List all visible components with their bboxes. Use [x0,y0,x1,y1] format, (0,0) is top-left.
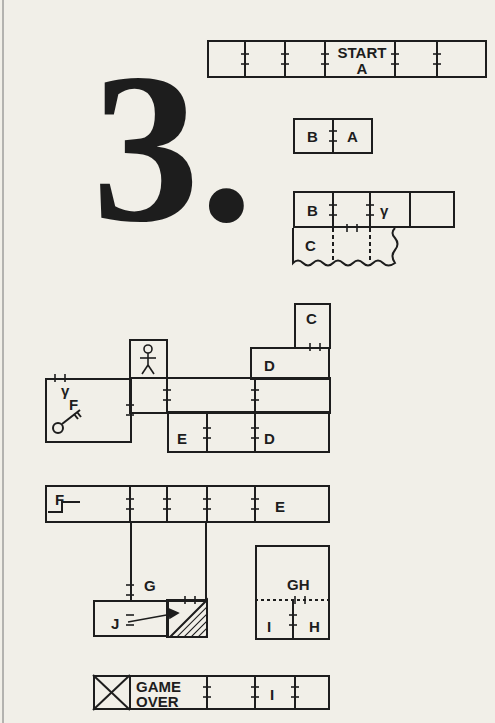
door-mark [321,53,329,55]
door-mark [289,624,297,626]
door-mark [329,204,337,206]
door-mark [346,224,348,232]
door-mark [203,686,211,688]
door-mark [304,596,306,604]
door-mark [321,63,329,65]
door-mark [184,596,186,604]
door-mark [329,130,337,132]
door-mark [391,53,399,55]
room-label: H [309,619,320,634]
door-mark [163,508,171,510]
room-label: E [177,431,187,446]
door-mark [203,437,211,439]
door-mark [289,614,297,616]
door-mark [251,389,259,391]
door-mark [203,427,211,429]
room-label: A [357,61,368,76]
room-label: F [69,397,78,412]
door-mark [251,686,259,688]
map-room: GH I H [255,545,330,640]
map-room: C [294,303,331,349]
door-mark [203,498,211,500]
door-mark [126,508,134,510]
map-room: J [93,600,169,637]
map-room: STARTA [207,40,487,78]
room-label: γ [380,203,388,218]
room-label: γ [61,383,69,398]
room-label: GAME OVER [136,679,196,709]
door-mark [281,63,289,65]
map-room: G [130,521,207,602]
map-room: Bγ [293,191,455,228]
room-label: C [305,238,316,253]
door-mark [163,399,171,401]
room-label: E [275,499,285,514]
door-mark [366,214,374,216]
door-mark [163,498,171,500]
door-mark [291,686,299,688]
room-label: A [347,129,358,144]
door-mark [433,63,441,65]
door-mark [126,498,134,500]
room-label: B [307,203,318,218]
player-figure [140,345,156,374]
room-label: I [267,619,271,634]
map-room: BA [293,118,373,154]
door-mark [329,214,337,216]
room-label: START [338,45,387,60]
room-label: D [264,358,275,373]
map-room: C [293,228,395,263]
door-mark [433,53,441,55]
door-mark [251,399,259,401]
door-mark [163,389,171,391]
door-mark [251,427,259,429]
room-label: I [270,687,274,702]
map-room: ED [167,411,330,453]
door-mark [251,696,259,698]
room-label: B [307,129,318,144]
door-mark [281,53,289,55]
map-room: D [250,347,330,380]
arrow [128,609,178,622]
door-mark [251,498,259,500]
door-mark [126,404,134,406]
door-mark [356,224,358,232]
room-label: D [264,431,275,446]
door-mark [291,696,299,698]
door-mark [203,508,211,510]
page-number: 3. [92,40,253,255]
door-mark [329,140,337,142]
door-mark [203,696,211,698]
map-room: γF [45,378,132,443]
door-mark [126,614,134,616]
room-label: GH [287,577,310,592]
room-label: C [306,311,317,326]
map-room: GAME OVER I [93,675,330,710]
door-mark [126,624,134,626]
map-room: FE [45,485,330,523]
key-icon [53,410,81,433]
door-mark [194,596,196,604]
door-mark [126,414,134,416]
room-label: J [111,616,119,631]
door-mark [251,508,259,510]
door-mark [294,596,296,604]
room-label: G [144,578,156,593]
door-mark [251,437,259,439]
door-mark [391,63,399,65]
room-label: F [55,492,64,507]
walls [3,0,437,723]
door-mark [366,204,374,206]
